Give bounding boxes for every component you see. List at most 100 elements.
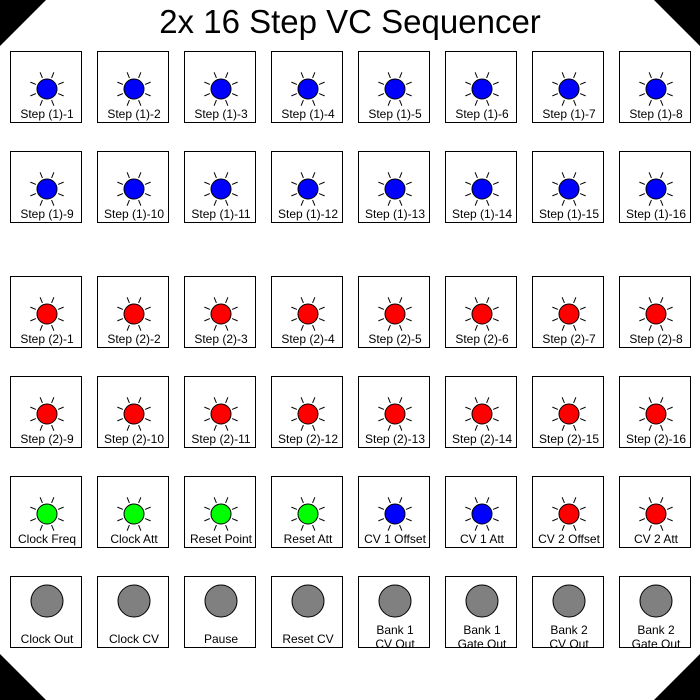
led-control[interactable]: Step (1)-10	[97, 151, 169, 223]
control-label: Step (1)-8	[629, 107, 683, 121]
led-icon	[204, 172, 238, 206]
jack-button[interactable]: Reset CV	[271, 576, 343, 648]
led-icon	[204, 497, 238, 531]
control-label: Reset Att	[283, 532, 333, 546]
led-control[interactable]: Clock Att	[97, 476, 169, 548]
led-control[interactable]: Step (2)-14	[445, 376, 517, 448]
control-label: Step (2)-7	[542, 332, 596, 346]
led-icon	[378, 172, 412, 206]
control-label: Clock Att	[110, 532, 158, 546]
led-icon	[117, 297, 151, 331]
led-control[interactable]: Step (1)-9	[10, 151, 82, 223]
led-control[interactable]: Step (1)-2	[97, 51, 169, 123]
control-label: Step (1)-11	[191, 207, 251, 221]
button-icon	[291, 584, 325, 618]
control-label: Step (2)-3	[194, 332, 248, 346]
control-label: Step (2)-9	[20, 432, 74, 446]
led-control[interactable]: Step (2)-12	[271, 376, 343, 448]
led-control[interactable]: CV 2 Att	[619, 476, 691, 548]
led-control[interactable]: Step (2)-4	[271, 276, 343, 348]
led-control[interactable]: Step (1)-15	[532, 151, 604, 223]
led-control[interactable]: Step (1)-16	[619, 151, 691, 223]
led-control[interactable]: Step (1)-14	[445, 151, 517, 223]
led-icon	[465, 397, 499, 431]
led-icon	[291, 297, 325, 331]
led-control[interactable]: Step (2)-15	[532, 376, 604, 448]
led-control[interactable]: Clock Freq	[10, 476, 82, 548]
led-control[interactable]: Reset Point	[184, 476, 256, 548]
led-icon	[552, 497, 586, 531]
led-control[interactable]: Step (2)-5	[358, 276, 430, 348]
led-icon	[291, 397, 325, 431]
control-label: Step (1)-1	[20, 107, 74, 121]
led-control[interactable]: Step (1)-12	[271, 151, 343, 223]
corner-triangle-bottom-left	[0, 654, 46, 700]
led-icon	[552, 297, 586, 331]
jack-button[interactable]: Clock CV	[97, 576, 169, 648]
led-control[interactable]: Step (1)-7	[532, 51, 604, 123]
control-label: Step (1)-3	[194, 107, 248, 121]
led-control[interactable]: Step (2)-16	[619, 376, 691, 448]
led-control[interactable]: Reset Att	[271, 476, 343, 548]
control-label: Step (1)-15	[538, 207, 600, 221]
control-label: CV 2 Offset	[538, 532, 600, 546]
led-control[interactable]: Step (1)-11	[184, 151, 256, 223]
control-label: Step (2)-8	[629, 332, 683, 346]
led-control[interactable]: CV 1 Att	[445, 476, 517, 548]
led-control[interactable]: Step (2)-3	[184, 276, 256, 348]
led-control[interactable]: Step (2)-13	[358, 376, 430, 448]
control-label: Step (1)-16	[625, 207, 687, 221]
control-label: Step (2)-6	[455, 332, 509, 346]
led-control[interactable]: Step (2)-9	[10, 376, 82, 448]
led-control[interactable]: Step (2)-10	[97, 376, 169, 448]
led-control[interactable]: CV 1 Offset	[358, 476, 430, 548]
led-icon	[204, 297, 238, 331]
led-control[interactable]: Step (1)-3	[184, 51, 256, 123]
control-label: Step (2)-4	[281, 332, 335, 346]
control-label: Clock CV	[108, 632, 159, 646]
led-icon	[117, 497, 151, 531]
led-control[interactable]: CV 2 Offset	[532, 476, 604, 548]
jack-button[interactable]: Clock Out	[10, 576, 82, 648]
led-control[interactable]: Step (1)-13	[358, 151, 430, 223]
led-icon	[117, 172, 151, 206]
panel-title: 2x 16 Step VC Sequencer	[159, 3, 541, 40]
led-control[interactable]: Step (2)-2	[97, 276, 169, 348]
led-icon	[465, 72, 499, 106]
led-control[interactable]: Step (2)-8	[619, 276, 691, 348]
led-icon	[291, 72, 325, 106]
led-icon	[378, 497, 412, 531]
led-icon	[30, 497, 64, 531]
control-label: Pause	[203, 632, 239, 646]
led-control[interactable]: Step (1)-4	[271, 51, 343, 123]
led-control[interactable]: Step (2)-11	[184, 376, 256, 448]
control-label: Clock Out	[20, 632, 74, 646]
led-control[interactable]: Step (1)-5	[358, 51, 430, 123]
jack-button[interactable]: Pause	[184, 576, 256, 648]
led-icon	[117, 72, 151, 106]
led-control[interactable]: Step (2)-6	[445, 276, 517, 348]
control-label: Reset Point	[189, 532, 253, 546]
button-icon	[30, 584, 64, 618]
led-control[interactable]: Step (1)-8	[619, 51, 691, 123]
led-icon	[378, 72, 412, 106]
led-control[interactable]: Step (2)-1	[10, 276, 82, 348]
led-icon	[204, 397, 238, 431]
led-control[interactable]: Step (2)-7	[532, 276, 604, 348]
control-label: Step (2)-1	[20, 332, 74, 346]
led-icon	[639, 497, 673, 531]
corner-triangle-top-right	[654, 0, 700, 46]
control-label: CV 1 Offset	[364, 532, 426, 546]
led-icon	[291, 172, 325, 206]
button-icon	[117, 584, 151, 618]
led-control[interactable]: Step (1)-6	[445, 51, 517, 123]
led-control[interactable]: Step (1)-1	[10, 51, 82, 123]
led-icon	[465, 297, 499, 331]
